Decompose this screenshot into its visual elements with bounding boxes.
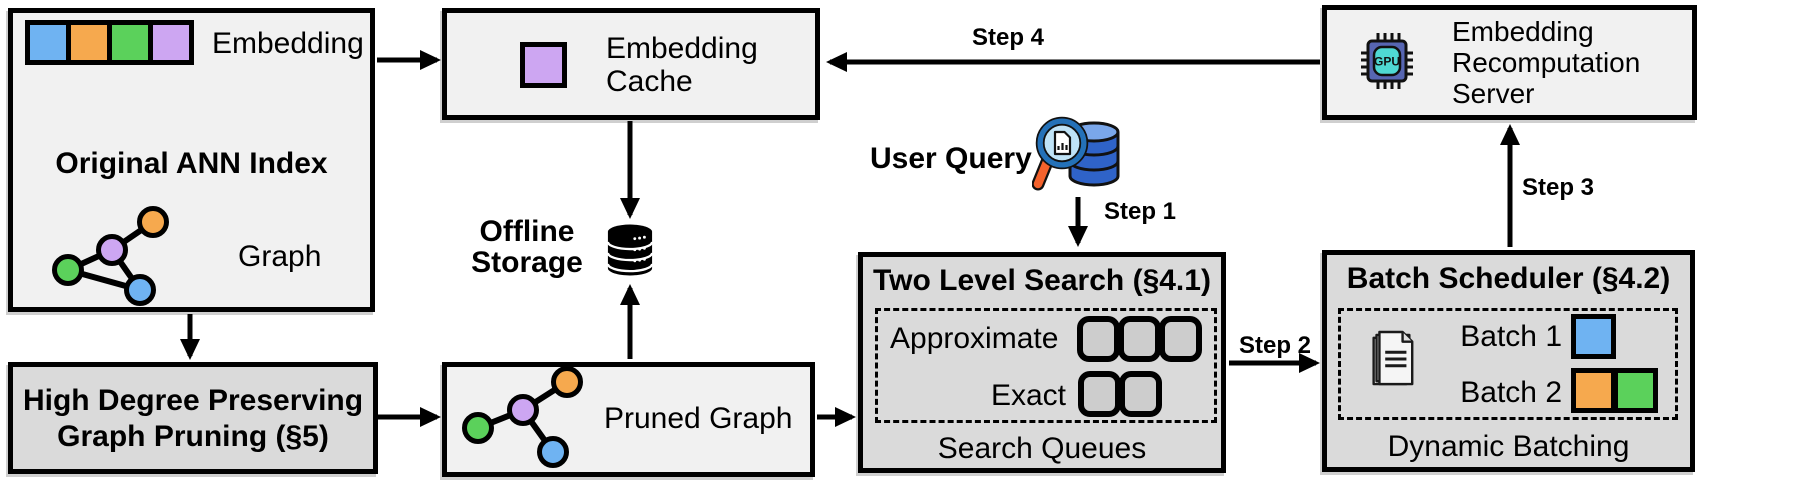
offline-storage-label: Offline Storage [462,216,592,278]
step1-label: Step 1 [1104,198,1177,225]
graph-label: Graph [238,240,322,273]
embedding-chip-orange [71,25,107,60]
graph-pruning-label: High Degree Preserving Graph Pruning (§5… [8,383,378,455]
query-search-database-icon [1032,116,1120,191]
gpu-icon-text: GPU [1374,55,1400,69]
batch1-chip-blue [1571,314,1616,359]
queue-slot [1078,371,1121,417]
gpu-chip-icon: GPU [1361,33,1413,89]
graph-pruning-line1: High Degree Preserving [22,384,364,417]
dynamic-batching-dashed-box [1338,308,1678,420]
batch-scheduler-title: Batch Scheduler (§4.2) [1346,262,1671,295]
embedding-label: Embedding [212,27,364,60]
embedding-cache-label: Embedding Cache [606,32,758,98]
batch1-label: Batch 1 [1460,320,1562,353]
step2-label: Step 2 [1238,332,1312,359]
two-level-search-box [858,252,1226,473]
batch2-label: Batch 2 [1460,376,1562,409]
embedding-chip-blue [30,25,66,60]
approximate-queue-slots [1077,316,1202,362]
original-ann-index-title: Original ANN Index [55,147,328,180]
embedding-cache-line2: Cache [606,65,693,98]
batch2-chip-green [1613,368,1658,413]
embedding-vector-icon [25,20,194,65]
documents-icon [1372,330,1414,386]
graph-pruning-line2: Graph Pruning (§5) [57,420,329,453]
queue-slot [1118,316,1161,362]
embedding-cache-box [442,8,820,120]
recomputation-server-line1: Embedding [1452,16,1594,47]
embedding-cache-line1: Embedding [606,32,758,65]
recomputation-server-label: Embedding Recomputation Server [1452,16,1640,109]
cached-embedding-chip [520,42,567,88]
pruned-graph-icon [462,366,583,468]
exact-label: Exact [990,379,1066,412]
two-level-search-title: Two Level Search (§4.1) [873,264,1211,297]
offline-storage-line2: Storage [471,246,583,279]
search-queues-dashed-box [875,308,1217,423]
search-queues-caption: Search Queues [937,432,1147,465]
ann-graph-icon [52,206,169,306]
step4-label: Step 4 [971,24,1045,51]
recomputation-server-line2: Recomputation [1452,47,1641,78]
approximate-label: Approximate [890,322,1059,355]
dynamic-batching-caption: Dynamic Batching [1387,430,1630,463]
offline-storage-line1: Offline [479,215,575,248]
embedding-chip-purple [153,25,189,60]
recomputation-server-line3: Server [1452,78,1535,109]
exact-queue-slots [1078,371,1162,417]
embedding-chip-green [112,25,148,60]
user-query-label: User Query [870,142,1032,175]
queue-slot [1159,316,1202,362]
queue-slot [1077,316,1120,362]
step3-label: Step 3 [1522,174,1595,201]
graph-pruning-box [8,362,378,474]
pruned-graph-label: Pruned Graph [604,402,793,435]
queue-slot [1119,371,1162,417]
batch2-chip-orange [1571,368,1616,413]
offline-storage-database-icon [606,224,654,276]
